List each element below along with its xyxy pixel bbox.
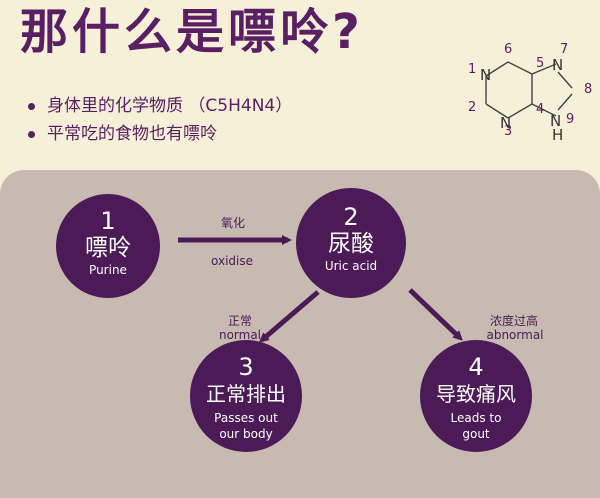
atom-n: N	[480, 66, 492, 84]
node-uric-acid: 2 尿酸 Uric acid	[296, 188, 406, 298]
position-label: 7	[560, 42, 569, 57]
node-label-cn: 导致痛风	[436, 382, 516, 406]
purine-ring-icon	[485, 61, 573, 119]
edge-label-en: oxidise	[211, 254, 253, 268]
position-label: 9	[566, 112, 575, 127]
position-label: 4	[536, 102, 545, 117]
bullet-dot-icon	[28, 130, 35, 138]
atom-n: N	[550, 112, 562, 130]
atom-n: N	[552, 56, 564, 74]
atom-h: H	[552, 126, 564, 144]
position-label: 6	[504, 42, 513, 57]
bullet-text: 平常吃的食物也有嘌呤	[47, 124, 217, 144]
node-label-en: Leads to gout	[450, 411, 502, 441]
arrow-abnormal	[408, 288, 463, 341]
atom-n: N	[500, 114, 512, 132]
node-gout: 4 导致痛风 Leads to gout	[420, 340, 532, 452]
bullet-dot-icon	[28, 102, 35, 110]
page-title: 那什么是嘌呤?	[20, 4, 364, 60]
node-passes-out: 3 正常排出 Passes out our body	[190, 340, 302, 452]
purine-structure-diagram: N N N N H 1 2 3 4 5 6 7 8 9	[460, 42, 600, 144]
node-label-cn: 尿酸	[328, 231, 374, 257]
node-number: 3	[238, 353, 254, 381]
arrow-normal	[258, 290, 320, 343]
position-label: 5	[536, 56, 545, 71]
node-number: 1	[100, 207, 116, 235]
node-number: 4	[468, 353, 484, 381]
bullet-list: 身体里的化学物质 （C5H4N4） 平常吃的食物也有嘌呤	[28, 92, 292, 148]
bullet-item: 平常吃的食物也有嘌呤	[28, 120, 292, 148]
node-label-cn: 正常排出	[206, 382, 286, 406]
edge-label-cn: 氧化	[220, 216, 245, 230]
node-label-cn: 嘌呤	[85, 235, 131, 261]
node-number: 2	[343, 203, 359, 231]
position-label: 1	[468, 62, 477, 77]
node-purine: 1 嘌呤 Purine	[56, 194, 160, 298]
edge-label-cn: 正常	[227, 314, 252, 328]
edge-label-cn: 浓度过高	[489, 314, 538, 328]
node-label-en: Purine	[89, 263, 127, 277]
node-label-en: Passes out our body	[214, 411, 278, 441]
edge-label-en: normal	[218, 328, 262, 342]
bullet-item: 身体里的化学物质 （C5H4N4）	[28, 92, 292, 120]
position-label: 2	[468, 100, 477, 115]
bullet-text: 身体里的化学物质 （C5H4N4）	[47, 96, 293, 116]
node-label-en: Uric acid	[324, 259, 378, 273]
position-label: 8	[584, 82, 593, 97]
edge-label-en: abnormal	[486, 328, 544, 342]
position-label: 3	[504, 124, 513, 139]
